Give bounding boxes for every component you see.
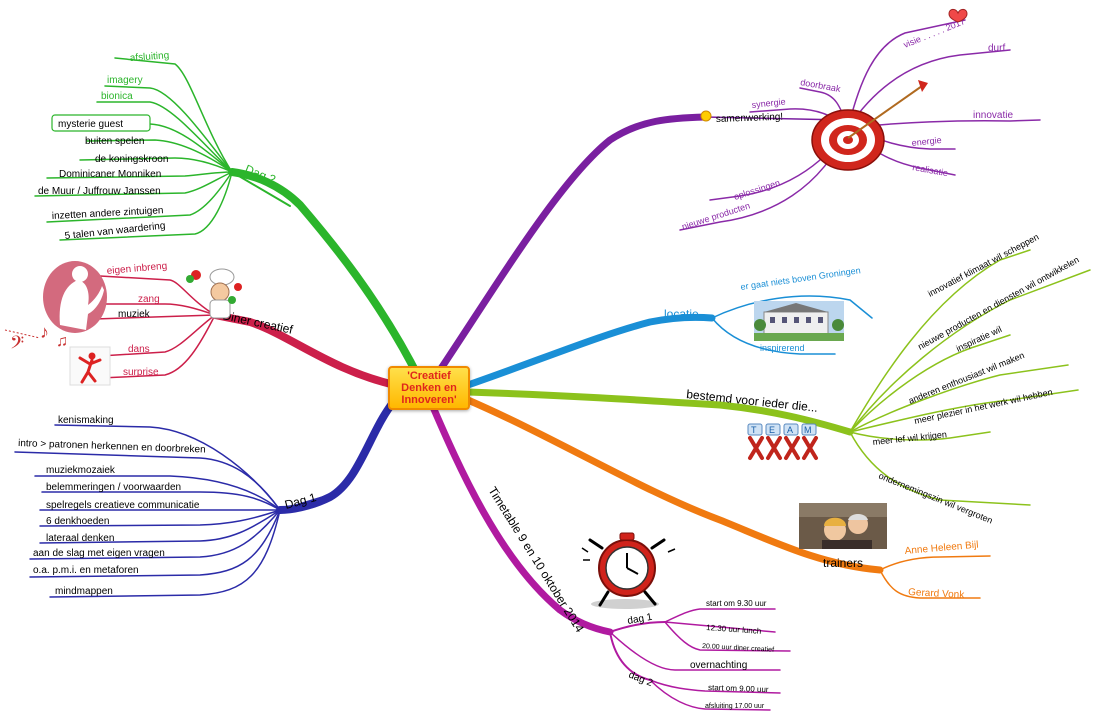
singer-silhouette-image — [43, 261, 107, 333]
dag1-item: spelregels creatieve communicatie — [46, 500, 200, 511]
alarm-clock-icon — [581, 532, 676, 609]
branch-bestemd — [464, 249, 1091, 506]
branch-timetable — [426, 396, 791, 711]
music-notes-icon: 𝄢 ♪ ♫ — [4, 322, 68, 357]
svg-text:♫: ♫ — [56, 333, 68, 350]
timetable-dag1-item: 12.30 uur lunch — [706, 623, 762, 636]
branch-diner — [94, 275, 399, 389]
dag2-item: imagery — [107, 75, 143, 86]
samenwerking-main-branch — [436, 113, 709, 374]
diner-item: zang — [138, 294, 160, 305]
dag2-main-branch — [228, 168, 424, 384]
dag2-item: Dominicaner Monniken — [59, 169, 161, 180]
building-photo — [754, 301, 844, 341]
samenwerking-item: oplossingen — [733, 178, 782, 202]
dag1-item: mindmappen — [55, 586, 113, 597]
samenwerking-item: durf — [988, 43, 1005, 54]
dancer-image — [69, 346, 111, 386]
dag2-item: buiten spelen — [85, 136, 145, 147]
timetable-dag2-item: start om 9.00 uur — [708, 683, 769, 694]
dag2-item: afsluiting — [129, 50, 169, 64]
svg-text:𝄢: 𝄢 — [10, 332, 24, 357]
dag2-item: 5 talen van waardering — [64, 220, 166, 242]
dag1-item: lateraal denken — [46, 533, 114, 544]
diner-main-branch — [211, 311, 399, 389]
diner-label: Diner creatief — [221, 308, 294, 337]
branch-dag2 — [34, 57, 424, 384]
dag1-item: kenismaking — [58, 415, 114, 426]
timetable-dag2-label: dag 2 — [627, 670, 655, 690]
timetable-dag2-item: afsluiting 17.00 uur — [705, 703, 765, 710]
team-letter: A — [787, 425, 793, 435]
dag1-item: 6 denkhoeden — [46, 516, 109, 527]
diner-item: muziek — [118, 309, 151, 320]
timetable-overnachting: overnachting — [690, 660, 747, 671]
locatie-item: inspirerend — [760, 343, 805, 353]
timetable-dag1-item: 20.00 uur diner creatief — [702, 643, 774, 654]
trainers-label: trainers — [823, 556, 863, 570]
heart-icon — [948, 8, 968, 23]
samenwerking-item: realisatie — [912, 162, 949, 178]
samenwerking-item: nieuwe producten — [681, 200, 752, 231]
dag2-item: bionica — [101, 91, 133, 102]
branch-trainers — [464, 396, 991, 599]
samenwerking-label: samenwerking! — [716, 112, 784, 125]
timetable-label: Timetable 9 en 10 oktober 2014 — [485, 484, 587, 635]
chef-icon — [186, 268, 242, 319]
locatie-label: locatie — [664, 307, 699, 321]
samenwerking-item: innovatie — [973, 110, 1013, 121]
trainers-photo — [799, 503, 887, 549]
samenwerking-item: energie — [911, 135, 942, 148]
bestemd-item: nieuwe producten en diensten wil ontwikk… — [916, 254, 1081, 351]
locatie-main-branch — [464, 313, 716, 389]
locatie-item: er gaat niets boven Groningen — [740, 265, 861, 292]
team-letter: E — [769, 425, 775, 435]
team-figures-image: T E A M — [747, 423, 818, 460]
branch-locatie — [464, 295, 873, 389]
timetable-dag1-label: dag 1 — [627, 612, 654, 627]
diner-item: dans — [128, 344, 150, 355]
dag1-item: o.a. p.m.i. en metaforen — [33, 565, 139, 576]
dag1-item: muziekmozaiek — [46, 465, 116, 476]
svg-text:♪: ♪ — [40, 322, 49, 342]
trainers-item: Gerard Vonk — [908, 587, 966, 601]
bestemd-main-branch — [464, 388, 854, 436]
timetable-dag1-item: start om 9.30 uur — [706, 599, 767, 608]
dag1-main-branch — [276, 396, 399, 514]
branch-dag1 — [14, 396, 399, 598]
dag2-item: de Muur / Juffrouw Janssen — [38, 186, 161, 197]
dag2-item: de koningskroon — [95, 154, 168, 165]
central-topic: 'Creatief Denken en Innoveren' — [388, 366, 470, 410]
samenwerking-item: synergie — [751, 96, 786, 110]
mysterie-guest-box — [51, 114, 151, 132]
team-letter: T — [751, 425, 757, 435]
timetable-main-branch — [426, 396, 614, 636]
team-letter: M — [804, 425, 812, 435]
bestemd-item: ondernemingszin wil vergroten — [877, 471, 994, 526]
dag1-item: belemmeringen / voorwaarden — [46, 482, 181, 493]
dartboard-target-icon — [811, 80, 928, 171]
trainers-item: Anne Heleen Bijl — [904, 540, 979, 557]
dag1-item: aan de slag met eigen vragen — [33, 548, 165, 559]
diner-item: surprise — [123, 367, 159, 378]
bullet-icon — [700, 110, 712, 122]
dag2-item: mysterie guest — [58, 119, 123, 130]
diner-item: eigen inbreng — [106, 261, 167, 277]
bestemd-item: meer lef wil krijgen — [872, 429, 947, 447]
trainers-main-branch — [464, 396, 884, 574]
